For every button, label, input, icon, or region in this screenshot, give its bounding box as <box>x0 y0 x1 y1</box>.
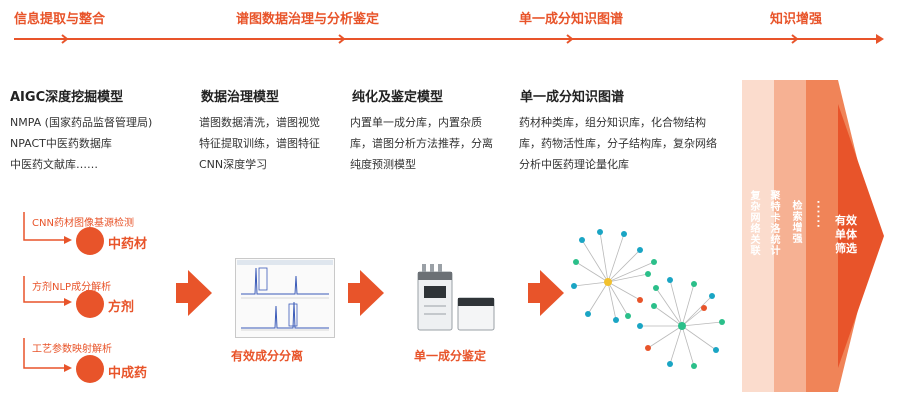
enhancement-label-network: 复杂网络关联 <box>748 190 759 256</box>
source-dot-formula <box>76 290 104 318</box>
column-line: NPACT中医药数据库 <box>10 137 112 150</box>
column-line: 库，谱图分析方法推荐，分离 <box>350 137 493 150</box>
stage-label-enhancement: 知识增强 <box>770 12 823 27</box>
source-label-formula: 方剂NLP成分解析 <box>32 282 112 293</box>
enhancement-label-montecarlo: 聚特卡洛统计 <box>768 190 779 256</box>
flow-arrow-icon <box>348 270 384 316</box>
column-line: 特征提取训练，谱图特征 <box>199 137 320 150</box>
column-line: 谱图数据清洗，谱图视觉 <box>199 116 320 129</box>
stage-label-knowledge-graph: 单一成分知识图谱 <box>519 12 624 27</box>
column-title-purification: 纯化及鉴定模型 <box>352 90 444 105</box>
final-screening-label: 有效 单体 筛选 <box>826 214 866 256</box>
column-line: 库，药物活性库，分子结构库，复杂网络 <box>519 137 717 150</box>
source-name-patent: 中成药 <box>108 366 148 381</box>
stage-label-extraction: 信息提取与整合 <box>14 12 106 27</box>
final-line: 筛选 <box>835 242 857 255</box>
column-line: 中医药文献库…… <box>10 158 98 171</box>
caption-identification: 单一成分鉴定 <box>414 349 487 363</box>
source-dot-herb <box>76 227 104 255</box>
chromatogram-image <box>235 258 335 338</box>
column-body-purification: 内置单一成分库，内置杂质 库，谱图分析方法推荐，分离 纯度预测模型 <box>350 112 493 175</box>
source-name-herb: 中药材 <box>108 237 148 252</box>
timeline-chevron <box>338 34 346 44</box>
source-label-patent: 工艺参数映射解析 <box>32 344 112 355</box>
final-line: 单体 <box>835 228 857 241</box>
source-dot-patent <box>76 355 104 383</box>
column-title-knowledge-graph: 单一成分知识图谱 <box>520 90 625 105</box>
enhancement-label-retrieval: 检索增强 <box>790 200 801 244</box>
column-body-aigc: NMPA (国家药品监督管理局) NPACT中医药数据库 中医药文献库…… <box>10 112 152 175</box>
source-connectors <box>23 212 72 372</box>
column-body-governance: 谱图数据清洗，谱图视觉 特征提取训练，谱图特征 CNN深度学习 <box>199 112 320 175</box>
column-line: NMPA (国家药品监督管理局) <box>10 116 153 129</box>
source-name-formula: 方剂 <box>108 300 135 315</box>
timeline-chevron <box>61 34 69 44</box>
final-line: 有效 <box>835 214 857 227</box>
column-line: 纯度预测模型 <box>350 158 416 171</box>
timeline-chevron <box>566 34 574 44</box>
stage-label-governance: 谱图数据治理与分析鉴定 <box>236 12 380 27</box>
column-title-governance: 数据治理模型 <box>201 90 280 105</box>
column-body-knowledge-graph: 药材种类库，组分知识库，化合物结构 库，药物活性库，分子结构库，复杂网络 分析中… <box>519 112 717 175</box>
instrument-image <box>417 264 495 331</box>
column-title-aigc: AIGC深度挖掘模型 <box>10 90 124 105</box>
flow-arrow-icon <box>528 270 564 316</box>
timeline <box>14 34 884 44</box>
caption-separation: 有效成分分离 <box>231 349 304 363</box>
column-line: 内置单一成分库，内置杂质 <box>350 116 482 129</box>
enhancement-label-more: ······ <box>812 200 823 229</box>
column-line: 分析中医药理论量化库 <box>519 158 629 171</box>
flow-arrow-icon <box>176 270 212 316</box>
knowledge-network-image <box>571 229 725 369</box>
column-line: 药材种类库，组分知识库，化合物结构 <box>519 116 706 129</box>
column-line: CNN深度学习 <box>199 158 268 171</box>
source-label-herb: CNN药材图像基源检测 <box>32 218 134 229</box>
enhancement-band <box>838 104 884 368</box>
timeline-chevron <box>791 34 799 44</box>
